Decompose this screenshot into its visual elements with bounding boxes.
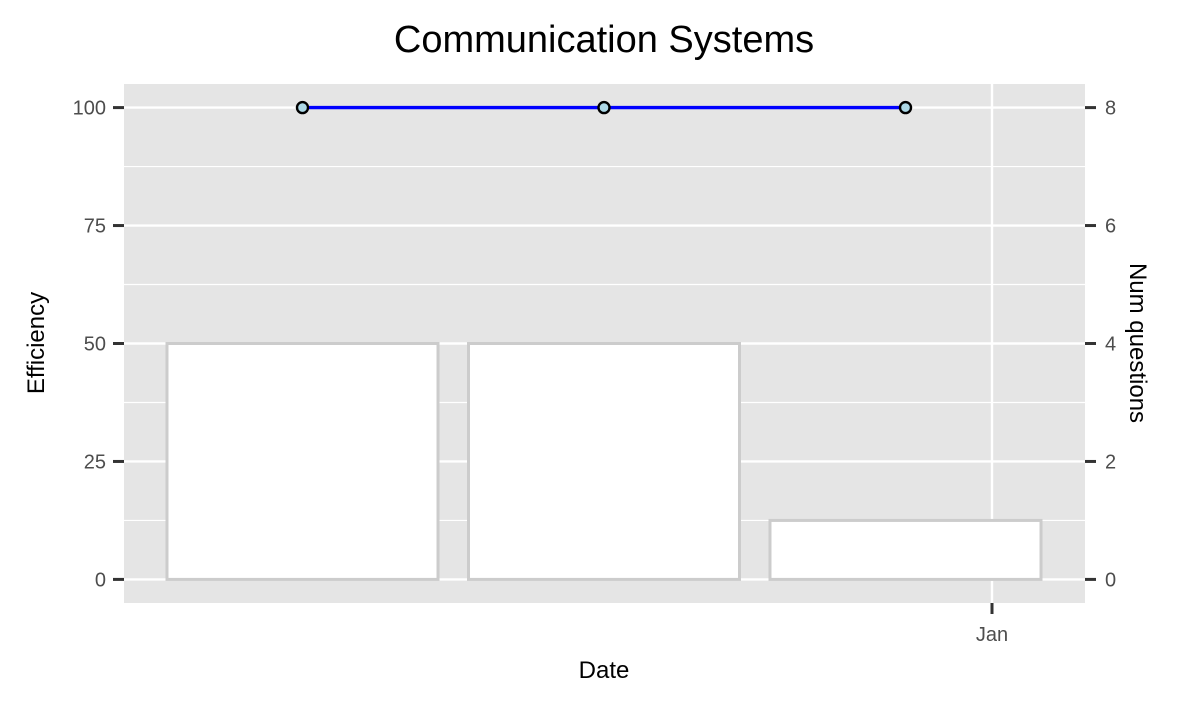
right-y-tick-label: 8 [1105, 98, 1116, 120]
right-y-tick-label: 2 [1105, 451, 1116, 473]
y-tick-label: 25 [84, 451, 106, 473]
bar [768, 518, 1043, 581]
y-tick-label: 100 [73, 98, 106, 120]
right-y-axis-title: Num questions [1124, 263, 1151, 423]
right-y-axis: 0 2 4 6 8 [1085, 98, 1116, 591]
y-axis-title: Efficiency [23, 292, 50, 394]
data-point [295, 100, 310, 115]
bar-series [165, 342, 1043, 581]
left-y-axis: 0 25 50 75 100 [73, 98, 124, 591]
bar [165, 342, 440, 581]
x-axis-title: Date [579, 657, 630, 684]
x-tick-label: Jan [976, 624, 1008, 646]
data-point [597, 100, 611, 115]
right-y-tick-label: 4 [1105, 334, 1116, 356]
line-series [295, 100, 913, 115]
right-y-tick-label: 6 [1105, 216, 1116, 238]
chart-title: Communication Systems [394, 19, 814, 61]
right-y-tick-label: 0 [1105, 569, 1116, 591]
y-tick-label: 0 [95, 569, 106, 591]
data-point [898, 100, 913, 115]
x-axis: Jan [976, 603, 1008, 646]
bar [467, 342, 741, 581]
y-tick-label: 75 [84, 216, 106, 238]
y-tick-label: 50 [84, 334, 106, 356]
